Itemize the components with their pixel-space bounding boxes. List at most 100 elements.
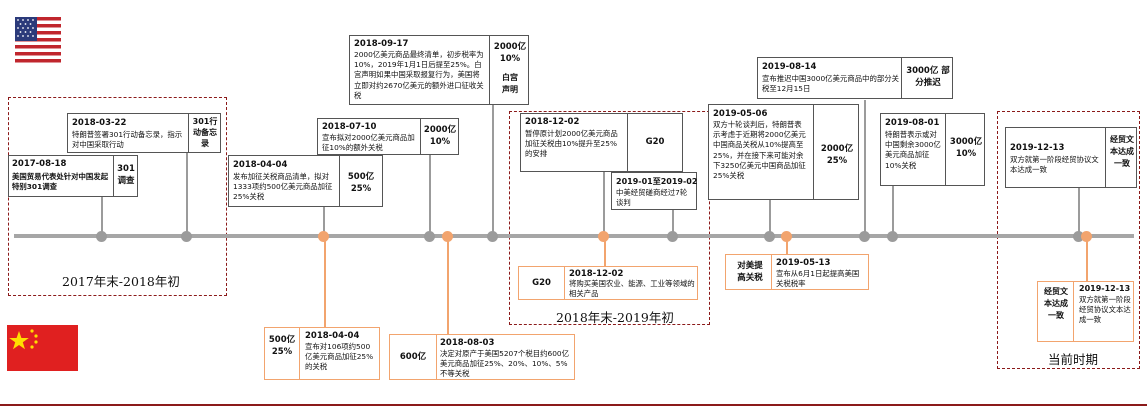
- event-box-us-2018-09-17: 2018-09-17 2000亿美元商品最终清单，初步税率为10%，2019年1…: [349, 35, 529, 105]
- event-text: 特朗普表示或对中国剩余3000亿美元商品加征10%关税: [885, 130, 941, 170]
- stem: [492, 104, 494, 236]
- event-box-us-2019-08-01: 2019-08-01 特朗普表示或对中国剩余3000亿美元商品加征10%关税 3…: [880, 113, 985, 186]
- event-box-us-2019-08-14: 2019-08-14 宣布推迟中国3000亿美元商品中的部分关税至12月15日 …: [757, 57, 953, 99]
- stem: [864, 100, 866, 236]
- event-dot: [318, 231, 329, 242]
- timeline-axis: [14, 234, 1134, 238]
- period-label-current: 当前时期: [1048, 352, 1099, 367]
- event-amount: 经贸文本达成一致: [1110, 135, 1134, 168]
- event-date: 2019-05-06: [713, 109, 768, 119]
- event-box-us-2019-01: 2019-01至2019-02 中美经贸磋商经过7轮谈判: [611, 172, 697, 210]
- event-dot: [598, 231, 609, 242]
- stem: [603, 172, 605, 236]
- event-text: 特朗普签署301行动备忘录，指示对中国采取行动: [72, 130, 183, 150]
- event-date: 2018-03-22: [72, 118, 127, 128]
- event-text: 将购买美国农业、能源、工业等领域的相关产品: [569, 279, 695, 299]
- us-flag-icon: [15, 17, 61, 63]
- event-box-cn-2018-04-04: 500亿 25% 2018-04-04 宣布对106项约500亿美元商品加征25…: [264, 327, 380, 380]
- period-label-2017-2018: 2017年末-2018年初: [62, 274, 180, 289]
- event-amount: 2000亿 25%: [820, 144, 854, 166]
- event-dot: [667, 231, 678, 242]
- event-text: 发布加征关税商品清单，拟对1333项约500亿美元商品加征25%关税: [233, 172, 333, 202]
- event-amount: 对美提高关税: [737, 261, 763, 283]
- stem: [324, 236, 326, 327]
- event-date: 2019-05-13: [776, 258, 831, 268]
- event-date: 2019-08-14: [762, 62, 817, 72]
- stem: [429, 152, 431, 236]
- event-amount: 500亿 25%: [268, 335, 296, 357]
- event-date: 2018-04-04: [233, 160, 288, 170]
- event-date: 2019-01至2019-02: [616, 177, 698, 186]
- event-date: 2018-08-03: [440, 338, 495, 348]
- event-amount: 3000亿 部分推迟: [906, 66, 950, 88]
- stem: [1078, 188, 1080, 236]
- event-dot: [859, 231, 870, 242]
- event-dot: [1081, 231, 1092, 242]
- event-text: 双方十轮谈判后，特朗普表示考虑于近期将2000亿美元中国商品关税从10%提高至2…: [713, 120, 806, 181]
- event-box-cn-2019-05-13: 对美提高关税 2019-05-13 宣布从6月1日起提高美国关税税率: [725, 254, 869, 290]
- event-text: 双方就第一阶段经贸协议文本达成一致: [1079, 295, 1131, 325]
- event-text: 双方就第一阶段经贸协议文本达成一致: [1010, 155, 1099, 175]
- event-amount: 500亿 25%: [347, 172, 375, 194]
- stem: [786, 236, 788, 254]
- event-text: 中美经贸磋商经过7轮谈判: [616, 188, 688, 208]
- stem: [604, 236, 606, 266]
- event-dot: [487, 231, 498, 242]
- stem: [186, 152, 188, 236]
- stem: [769, 200, 771, 236]
- event-dot: [764, 231, 775, 242]
- event-amount: 301调查: [117, 164, 135, 186]
- event-box-us-2018-07-10: 2018-07-10 宣布拟对2000亿美元商品加征10%的额外关税 2000亿…: [317, 118, 459, 155]
- event-date: 2018-09-17: [354, 39, 409, 49]
- event-text: 宣布对106项约500亿美元商品加征25%的关税: [305, 342, 374, 372]
- event-text: 美国贸易代表处针对中国发起特别301调查: [12, 172, 109, 192]
- stem: [672, 209, 674, 236]
- event-date: 2019-08-01: [885, 118, 940, 128]
- period-current: [997, 111, 1140, 369]
- event-text: 宣布从6月1日起提高美国关税税率: [776, 269, 860, 289]
- stem: [892, 186, 894, 236]
- event-box-cn-2018-08-03: 600亿 2018-08-03 决定对原产于美国5207个税目约600亿美元商品…: [389, 334, 575, 380]
- event-date: 2019-12-13: [1010, 143, 1065, 153]
- event-text: 宣布拟对2000亿美元商品加征10%的额外关税: [322, 133, 415, 153]
- stem: [1086, 236, 1088, 281]
- event-amount: 301行动备忘录: [192, 117, 218, 148]
- event-amount: 3000亿 10%: [949, 137, 983, 159]
- event-amount: G20: [645, 137, 665, 147]
- event-dot: [1073, 231, 1084, 242]
- event-amount: 经贸文本达成一致: [1044, 287, 1068, 320]
- event-dot: [442, 231, 453, 242]
- event-box-us-2018-12-02: 2018-12-02 暂停原计划2000亿美元商品加征关税由10%提升至25%的…: [520, 113, 683, 172]
- event-amount: 2000亿 10%: [423, 125, 457, 147]
- event-amount: 600亿: [399, 352, 427, 362]
- period-label-2018-2019: 2018年末-2019年初: [556, 310, 674, 325]
- event-date: 2018-12-02: [569, 269, 624, 279]
- stem: [323, 196, 325, 236]
- event-date: 2018-04-04: [305, 331, 360, 341]
- event-box-us-2017-08-18: 2017-08-18 美国贸易代表处针对中国发起特别301调查 301调查: [8, 155, 138, 197]
- period-2018-2019: [509, 111, 710, 325]
- event-dot: [781, 231, 792, 242]
- event-box-us-2019-12-13: 2019-12-13 双方就第一阶段经贸协议文本达成一致 经贸文本达成一致: [1005, 127, 1137, 188]
- event-box-us-2019-05-06: 2019-05-06 双方十轮谈判后，特朗普表示考虑于近期将2000亿美元中国商…: [708, 104, 859, 200]
- event-box-cn-2019-12-13: 经贸文本达成一致 2019-12-13 双方就第一阶段经贸协议文本达成一致: [1037, 281, 1134, 342]
- event-date: 2018-07-10: [322, 122, 377, 132]
- bottom-rule: [0, 404, 1147, 406]
- event-box-cn-2018-12-02: G20 2018-12-02 将购买美国农业、能源、工业等领域的相关产品: [518, 266, 698, 300]
- event-text: 2000亿美元商品最终清单，初步税率为10%，2019年1月1日后提至25%。白…: [354, 50, 484, 100]
- event-dot: [887, 231, 898, 242]
- event-dot: [96, 231, 107, 242]
- event-text: 宣布推迟中国3000亿美元商品中的部分关税至12月15日: [762, 74, 900, 94]
- event-dot: [424, 231, 435, 242]
- event-date: 2018-12-02: [525, 117, 580, 127]
- china-flag-icon: [7, 325, 78, 371]
- event-text: 决定对原产于美国5207个税目约600亿美元商品加征25%、20%、10%、5%…: [440, 349, 569, 379]
- event-dot: [181, 231, 192, 242]
- event-amount: G20: [532, 278, 551, 288]
- event-amount: 白宫声明: [502, 73, 518, 94]
- stem: [447, 236, 449, 334]
- stem: [101, 196, 103, 236]
- event-box-us-2018-03-22: 2018-03-22 特朗普签署301行动备忘录，指示对中国采取行动 301行动…: [67, 113, 221, 153]
- event-box-us-2018-04-04: 2018-04-04 发布加征关税商品清单，拟对1333项约500亿美元商品加征…: [228, 155, 383, 207]
- event-text: 暂停原计划2000亿美元商品加征关税由10%提升至25%的安排: [525, 129, 618, 159]
